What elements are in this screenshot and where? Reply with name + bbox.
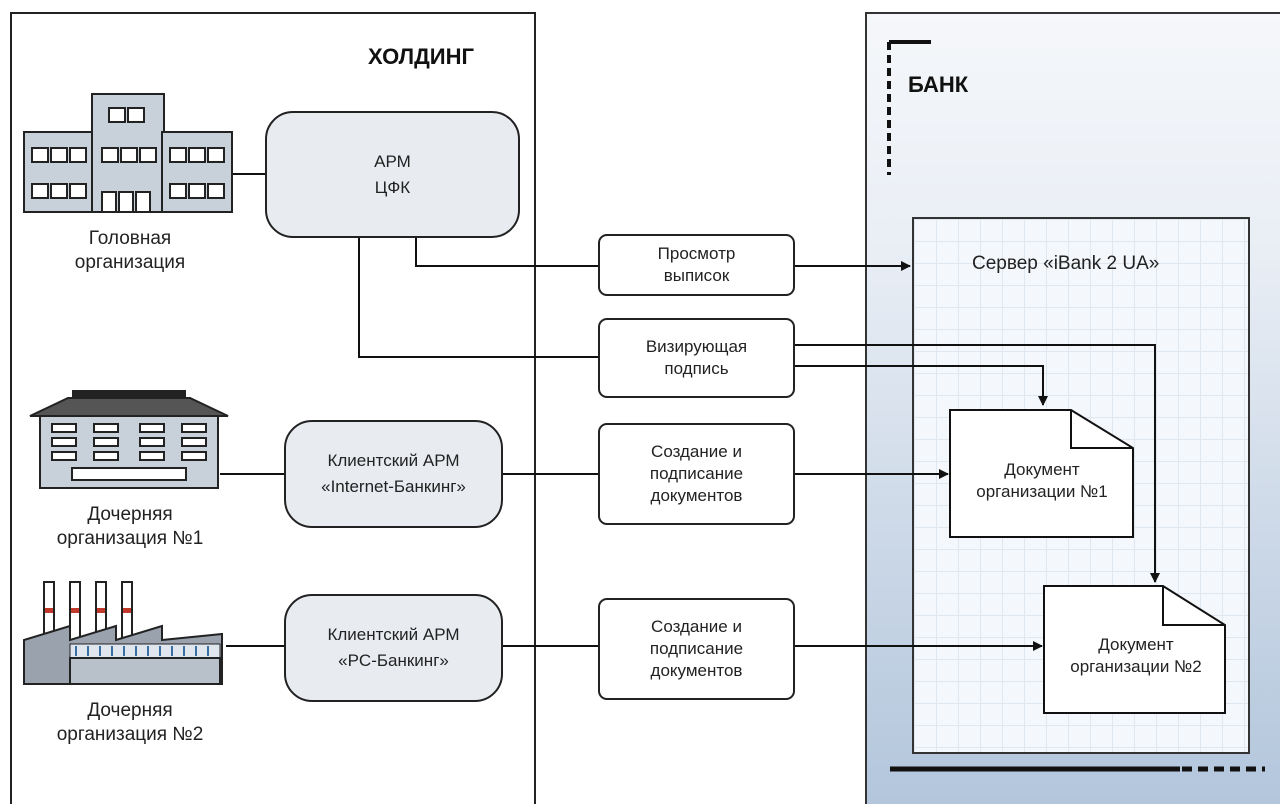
action-visa-line1: Визирующая: [645, 337, 748, 356]
org-head-line1: Головная: [88, 228, 172, 249]
app-cfk[interactable]: АРМ ЦФК: [265, 111, 520, 238]
action-create1-line3: документов: [650, 486, 743, 505]
action-view-line2: выписок: [663, 266, 730, 285]
app-cfk-line2: ЦФК: [374, 177, 411, 197]
action-view-line1: Просмотр: [657, 244, 736, 263]
document-2-line2: организации №2: [1070, 657, 1202, 676]
app-internet-banking[interactable]: Клиентский АРМ «Internet-Банкинг»: [284, 420, 503, 528]
action-create2-line3: документов: [650, 661, 743, 680]
org-sub1-line2: организация №1: [56, 528, 204, 549]
action-create1-line1: Создание и: [651, 442, 742, 461]
subsidiary-1-building-icon: [29, 390, 229, 489]
action-create2-line1: Создание и: [651, 617, 742, 636]
org-sub2-line2: организация №2: [56, 724, 204, 745]
action-create-sign-1: Создание и подписание документов: [598, 423, 795, 525]
action-visa-signature: Визирующая подпись: [598, 318, 795, 398]
action-create2-line2: подписание: [649, 639, 744, 658]
document-1-label: Документ организации №1: [952, 459, 1132, 503]
action-view-statements: Просмотр выписок: [598, 234, 795, 296]
action-create1-line2: подписание: [649, 464, 744, 483]
action-create-sign-2: Создание и подписание документов: [598, 598, 795, 700]
org-sub2-label: Дочерняя организация №2: [10, 699, 250, 747]
app-pc-line2: «PC-Банкинг»: [338, 651, 449, 670]
document-2-line1: Документ: [1098, 635, 1174, 654]
head-office-building-icon: [23, 93, 233, 213]
org-sub2-line1: Дочерняя: [87, 700, 173, 721]
document-2-label: Документ организации №2: [1046, 634, 1226, 678]
action-visa-line2: подпись: [664, 359, 729, 378]
server-title: Сервер «iBank 2 UA»: [972, 253, 1160, 274]
app-internet-line1: Клиентский АРМ: [327, 451, 460, 470]
document-1-line2: организации №1: [976, 482, 1108, 501]
app-cfk-line1: АРМ: [374, 151, 411, 171]
app-pc-banking[interactable]: Клиентский АРМ «PC-Банкинг»: [284, 594, 503, 702]
org-sub1-line1: Дочерняя: [87, 504, 173, 525]
org-head-line2: организация: [74, 252, 186, 273]
org-head-label: Головная организация: [40, 227, 220, 275]
app-pc-line1: Клиентский АРМ: [327, 625, 460, 644]
bank-title: БАНК: [908, 72, 969, 97]
subsidiary-2-factory-icon: [23, 581, 223, 685]
holding-title: ХОЛДИНГ: [368, 44, 474, 69]
document-1-line1: Документ: [1004, 460, 1080, 479]
app-internet-line2: «Internet-Банкинг»: [321, 477, 466, 496]
org-sub1-label: Дочерняя организация №1: [10, 503, 250, 551]
